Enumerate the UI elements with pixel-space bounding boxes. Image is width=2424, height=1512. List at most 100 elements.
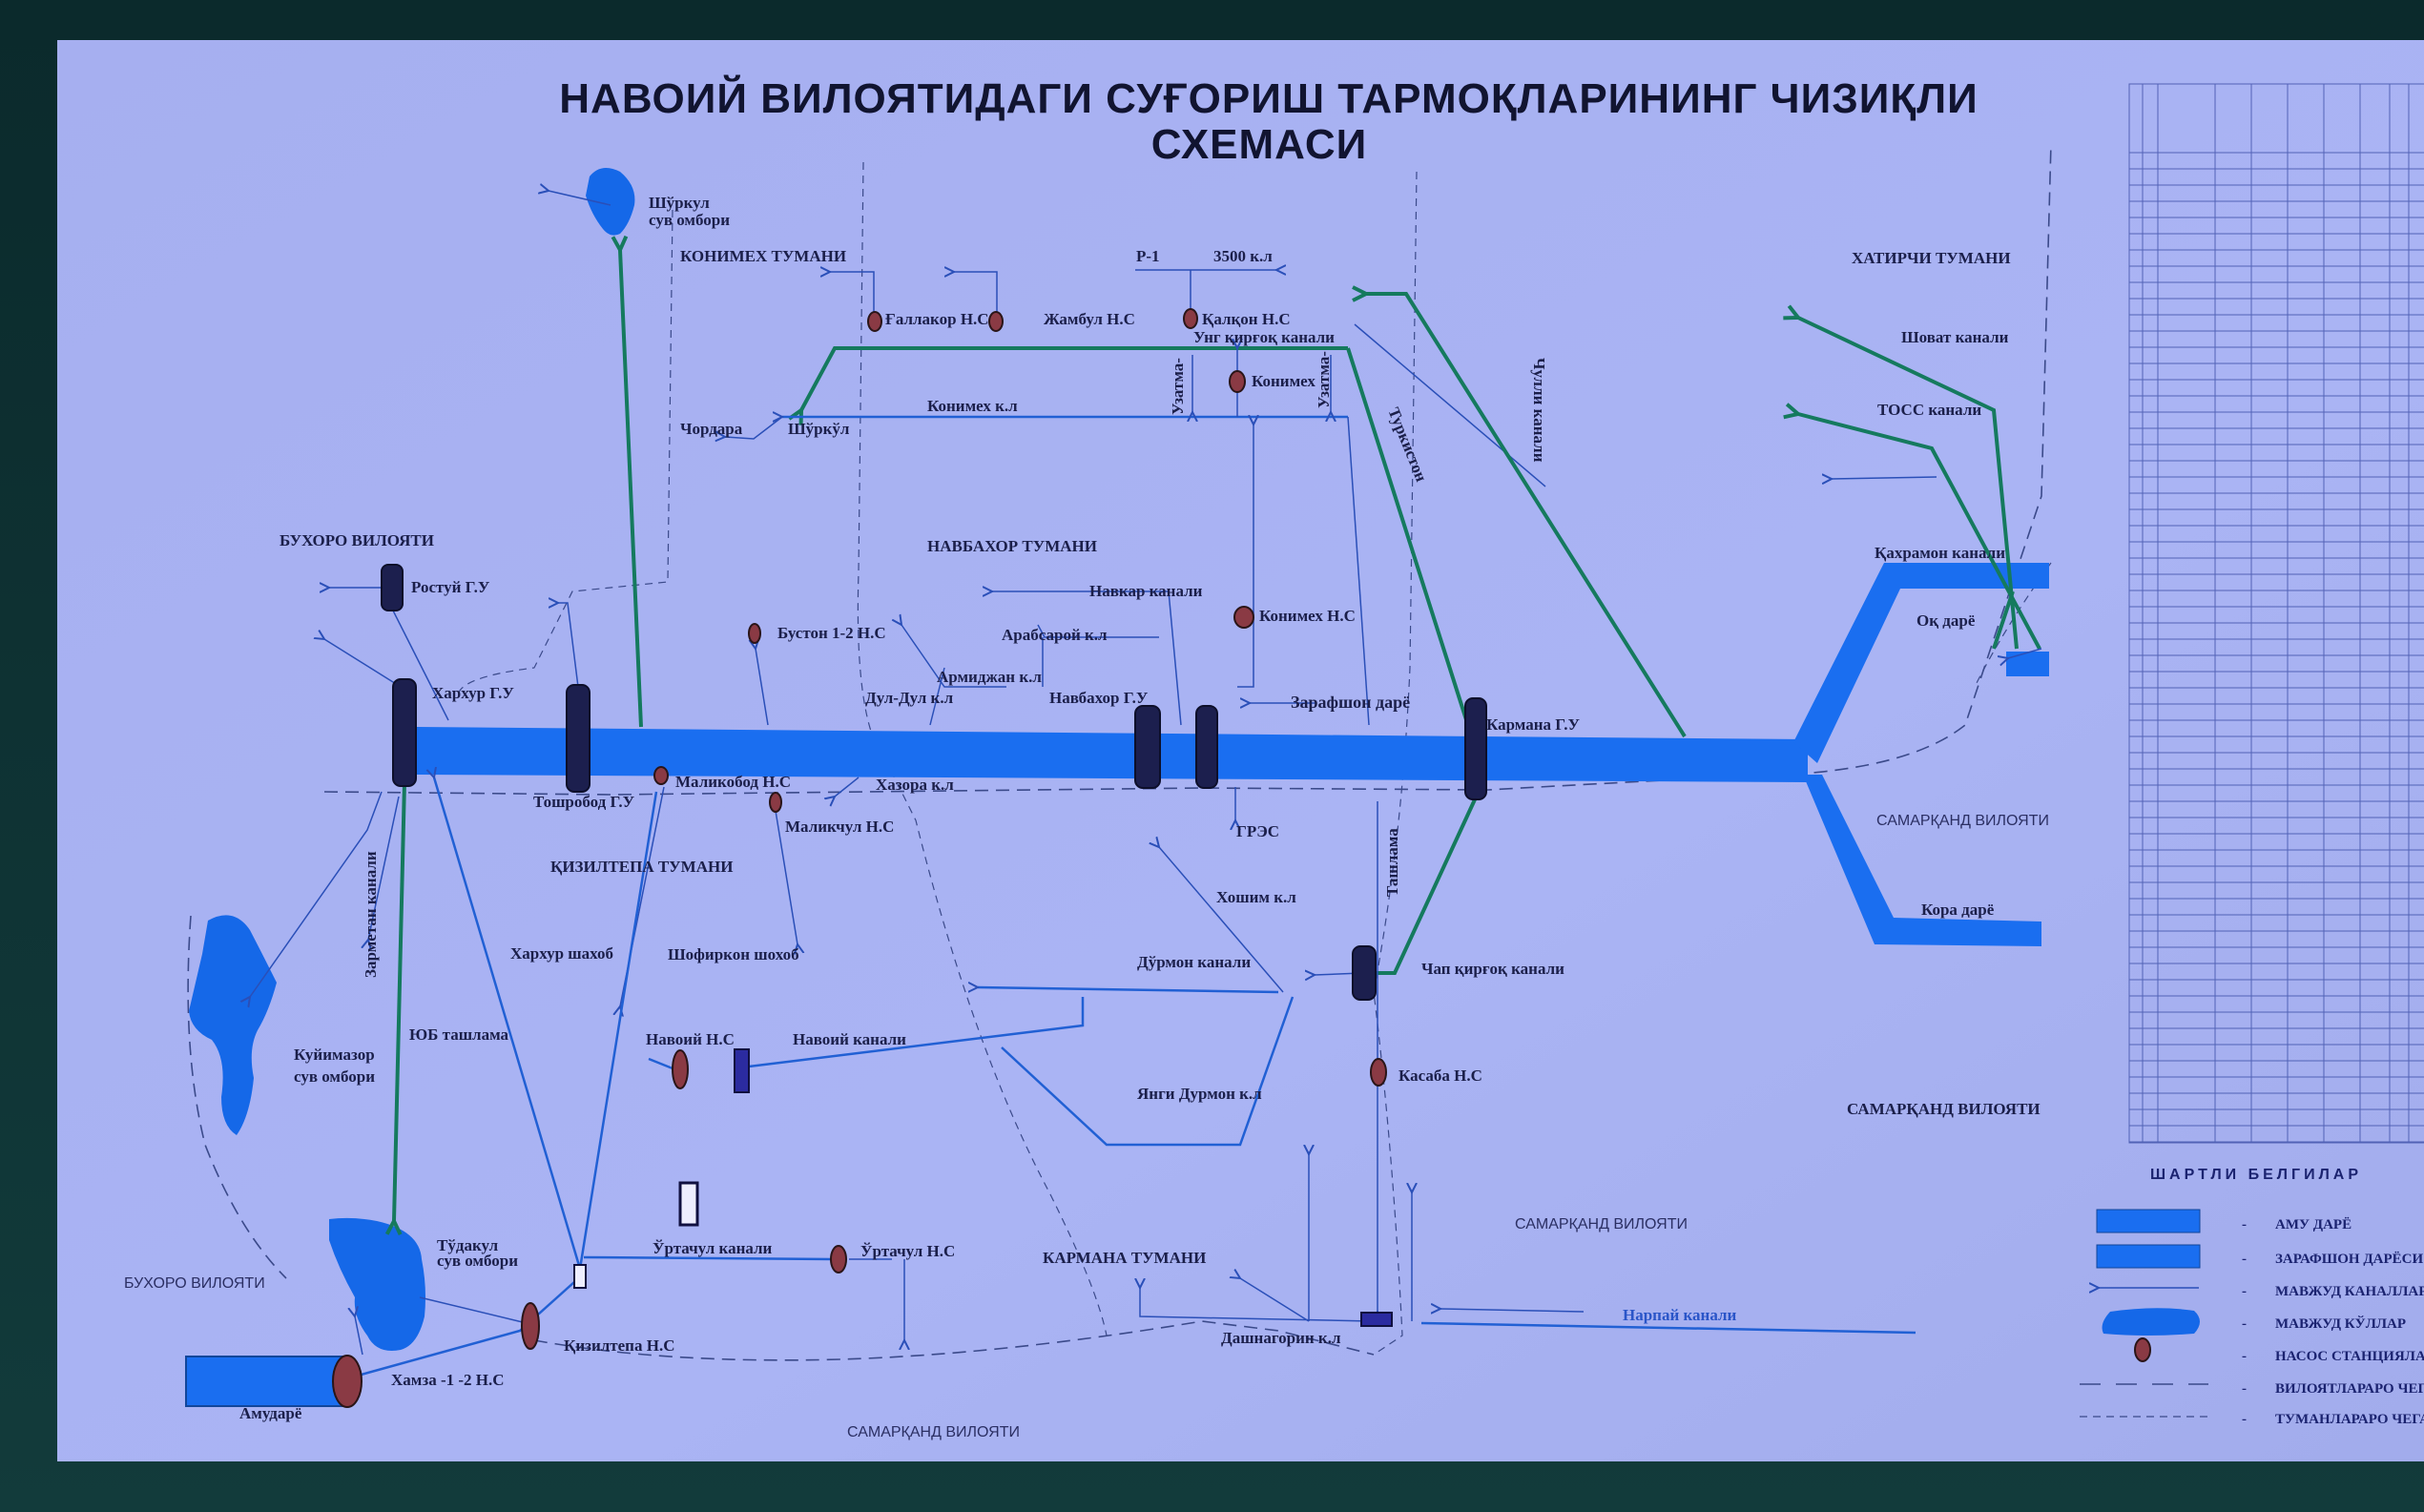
legend-dash: - xyxy=(2242,1284,2247,1299)
navoiy-canal xyxy=(748,997,1085,1068)
label-chulli: Чулли канали xyxy=(1530,358,1548,463)
p1-3500-branch xyxy=(1135,270,1276,315)
label-qiziltepa-ns: Қизилтепа Н.С xyxy=(564,1336,674,1355)
label-xamza: Хамза -1 -2 Н.С xyxy=(391,1371,505,1389)
jambul-branch xyxy=(954,272,998,315)
label-shurkul: Шўркўл xyxy=(788,420,850,438)
dashnagorin-branch xyxy=(1240,1278,1310,1322)
shurkul-reservoir-lake xyxy=(586,168,635,236)
legend-dash: - xyxy=(2242,1381,2247,1397)
legend-item-label: МАВЖУД КЎЛЛАР xyxy=(2275,1315,2406,1332)
navbaxor-gate xyxy=(1134,705,1161,789)
label-tashlama: Ташлама xyxy=(1383,828,1401,897)
label-narpay: Нарпай канали xyxy=(1623,1306,1737,1324)
legend-item-label: МАВЖУД КАНАЛЛАР xyxy=(2275,1284,2424,1299)
label-navkar: Навкар канали xyxy=(1089,582,1203,600)
zarafshon-gate xyxy=(1195,705,1218,789)
label-chap-qirgoq: Чап қирғоқ канали xyxy=(1421,960,1564,978)
scheme-title-line2: СХЕМАСИ xyxy=(1151,121,1368,168)
region-boundary xyxy=(533,1320,1375,1361)
xarxur-shaxob-return xyxy=(578,791,658,1270)
label-dashnagorin: Дашнагорин к.л xyxy=(1221,1329,1341,1347)
region-labels: КОНИМЕХ ТУМАНИ ХАТИРЧИ ТУМАНИ НАВБАХОР Т… xyxy=(124,247,2049,1440)
label-3500: 3500 к.л xyxy=(1213,247,1273,265)
legend-item-label: ВИЛОЯТЛАРАРО ЧЕГАРА xyxy=(2275,1381,2424,1397)
label-urtachul-ns: Ўртачул Н.С xyxy=(860,1242,955,1260)
label-konimex-ns: Конимех Н.С xyxy=(1259,607,1356,625)
malikobod-pump-station xyxy=(653,766,669,785)
qiziltepa-pump-station xyxy=(521,1302,540,1350)
konimex-return xyxy=(1347,416,1370,726)
zarmetan-line xyxy=(250,791,383,997)
tudakul-link xyxy=(419,1296,531,1325)
label-xoshim: Хошим к.л xyxy=(1216,888,1296,906)
label-durmon: Дўрмон канали xyxy=(1137,953,1251,971)
label-zarafshon-river: Зарафшон дарё xyxy=(1291,693,1410,712)
main-canals xyxy=(394,250,2041,1221)
region-buxoro: БУХОРО ВИЛОЯТИ xyxy=(124,1275,265,1292)
narpay-arrow xyxy=(1440,1309,1585,1312)
scheme-title-line1: НАВОИЙ ВИЛОЯТИДАГИ СУҒОРИШ ТАРМОҚЛАРИНИН… xyxy=(559,73,1978,122)
yub-tashlama xyxy=(434,777,582,1270)
label-urtachul-canal: Ўртачул канали xyxy=(653,1239,773,1257)
label-uzatma: Узатма- xyxy=(1315,351,1333,408)
chap-qirgoq-feeder xyxy=(1374,797,1478,975)
legend-dash: - xyxy=(2242,1252,2247,1267)
malikchul-line xyxy=(775,810,798,944)
legend-item-label: АМУ ДАРЁ xyxy=(2275,1217,2351,1232)
oqdaryo-outlet xyxy=(2008,648,2042,658)
label-amudaryo: Амударё xyxy=(239,1404,302,1422)
qalqon-pump-station xyxy=(1183,308,1198,329)
label-qalqon: Қалқон Н.С xyxy=(1202,310,1291,328)
konimex-pump-station xyxy=(1229,370,1246,393)
toss-side-arrow xyxy=(1832,477,1937,479)
qoradaryo-branch xyxy=(1803,775,2041,946)
ung-qirgoq-feeder xyxy=(1346,347,1478,751)
qiziltepa-gate xyxy=(573,1264,587,1289)
label-malikobod: Маликобод Н.С xyxy=(675,773,791,791)
legend-dash: - xyxy=(2242,1349,2247,1364)
label-gres: ГРЭС xyxy=(1236,822,1279,840)
navoiy-feeder xyxy=(648,1057,673,1070)
region-xatirchi: ХАТИРЧИ ТУМАНИ xyxy=(1852,249,2011,267)
dashnagorin-canal xyxy=(1140,1288,1373,1322)
yangi-durmon-canal xyxy=(1001,996,1295,1147)
ung-qirgoq-canal xyxy=(801,346,1348,410)
oqdaryo-reservoir xyxy=(2006,652,2049,676)
chap-qirgoq-gate xyxy=(1352,945,1377,1001)
amudaryo-pipe xyxy=(185,1356,349,1407)
region-samarqand: САМАРҚАНД ВИЛОЯТИ xyxy=(1847,1100,2041,1118)
label-konimex-canal: Конимех к.л xyxy=(927,397,1018,415)
legend: ШАРТЛИ БЕЛГИЛАР -АМУ ДАРЁ-ЗАРАФШОН ДАРЁС… xyxy=(2080,1167,2424,1427)
label-xazora: Хазора к.л xyxy=(876,776,954,794)
label-karmana-gate: Кармана Г.У xyxy=(1486,715,1580,734)
label-navoiy-ns: Навоий Н.С xyxy=(646,1030,735,1048)
gate-marker xyxy=(678,1181,699,1227)
label-oqdaryo: Оқ дарё xyxy=(1916,611,1976,630)
legend-dash: - xyxy=(2242,1316,2247,1332)
region-karmana: КАРМАНА ТУМАНИ xyxy=(1043,1249,1206,1267)
label-rostuy: Ростуй Г.У xyxy=(411,578,490,596)
label-qahramon: Қахрамон канали xyxy=(1875,544,2005,562)
region-boundary xyxy=(323,142,2052,796)
label-uzatma: Узатма- xyxy=(1169,358,1187,415)
zarafshon-river xyxy=(417,563,2049,946)
navkar-canal xyxy=(992,591,1182,726)
region-samarqand: САМАРҚАНД ВИЛОЯТИ xyxy=(1515,1216,1688,1232)
table-columns xyxy=(2142,84,2410,1143)
zarmetan-canal xyxy=(368,796,400,940)
shurkul-branch xyxy=(725,416,783,439)
district-boundary xyxy=(457,209,673,697)
rostuy-feeder xyxy=(392,610,449,721)
district-boundary xyxy=(857,161,1108,1336)
table-rows xyxy=(2129,152,2424,1143)
xamza-pump-station xyxy=(332,1355,363,1408)
toshrobod-gate xyxy=(566,684,590,793)
kasaba-pump-station xyxy=(1370,1058,1387,1087)
label-konimex-ps: Конимех xyxy=(1252,372,1316,390)
boundary-line xyxy=(1354,323,1546,487)
table-border xyxy=(2128,83,2424,1144)
label-gallakor: Ғаллакор Н.С xyxy=(885,310,989,328)
region-samarqand: САМАРҚАНД ВИЛОЯТИ xyxy=(847,1424,1020,1440)
canal-to-tudakul xyxy=(394,781,406,1221)
